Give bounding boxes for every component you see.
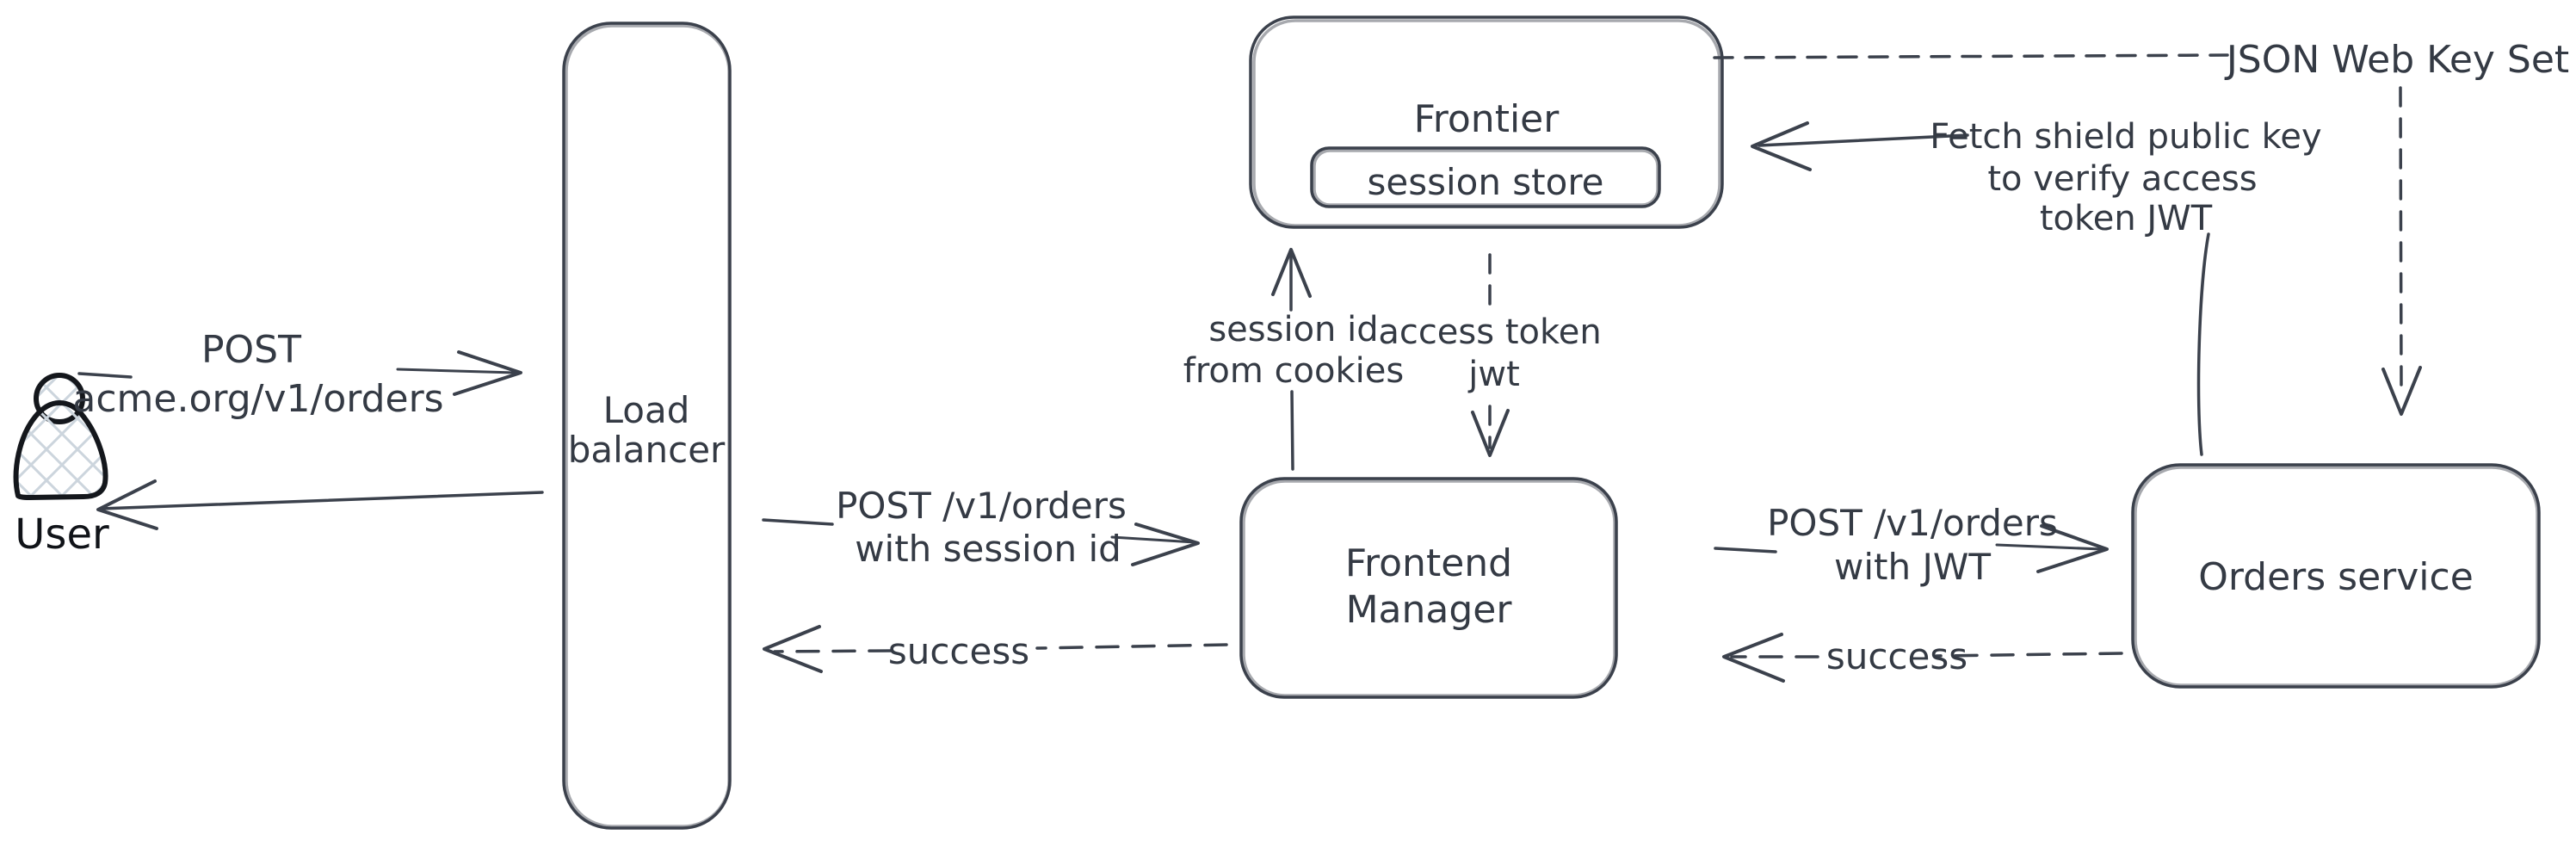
frontier-node: Frontier session store: [1249, 15, 1724, 229]
arrow-fm-to-lb-success: [763, 625, 1228, 673]
success-left-label: success: [888, 630, 1029, 672]
session-id-label-line1: session id: [1208, 310, 1378, 349]
success-right-label: success: [1826, 635, 1968, 677]
orders-service-label: Orders service: [2198, 555, 2474, 599]
user-actor-icon: [13, 373, 108, 500]
frontend-manager-node: Frontend Manager: [1239, 477, 1618, 699]
load-balancer-node: Load balancer: [562, 22, 732, 830]
fetch-key-label-line3: token JWT: [2040, 199, 2213, 238]
orders-service-node: Orders service: [2131, 463, 2541, 689]
user-label: User: [15, 510, 109, 559]
arrow-orders-to-frontier-fetch-key: [1751, 121, 2210, 456]
frontend-manager-label-line2: Manager: [1346, 588, 1513, 632]
dashed-arrow-jwks-to-orders: [2381, 86, 2422, 416]
arrow-orders-to-fm-success: [1722, 633, 2123, 683]
fetch-key-label-line2: to verify access: [1987, 159, 2257, 199]
session-store-label: session store: [1367, 161, 1603, 203]
access-token-label-line2: jwt: [1467, 355, 1520, 394]
jwks-label: JSON Web Key Set: [2224, 38, 2569, 82]
session-id-label-line2: from cookies: [1183, 351, 1404, 391]
arrow-load-balancer-to-user: [96, 479, 544, 530]
arrow-user-post-label-line1: POST: [201, 328, 301, 372]
load-balancer-label-line2: balancer: [568, 429, 726, 471]
frontend-manager-label-line1: Frontend: [1345, 541, 1512, 585]
arrow-lb-fm-label-line2: with session id: [855, 528, 1121, 570]
arrow-lb-to-frontend-manager: [762, 518, 1200, 566]
dashed-link-frontier-to-jwks: [1713, 53, 2229, 59]
session-store-node: session store: [1310, 146, 1661, 208]
arrow-lb-fm-label-line1: POST /v1/orders: [836, 485, 1127, 527]
fetch-key-label-line1: Fetch shield public key: [1930, 117, 2321, 157]
arrow-fm-to-frontier-session-id: [1271, 248, 1312, 471]
frontier-label: Frontier: [1414, 97, 1560, 141]
access-token-label-line1: access token: [1378, 312, 1601, 352]
arrow-frontier-to-fm-access-token: [1471, 253, 1510, 457]
load-balancer-label-line1: Load: [603, 389, 690, 431]
arrow-user-to-load-balancer: [77, 350, 522, 396]
arrow-fm-orders-label-line2: with JWT: [1834, 546, 1991, 588]
arrow-fm-to-orders: [1714, 524, 2109, 573]
arrow-user-post-label-line2: acme.org/v1/orders: [72, 377, 443, 421]
arrow-fm-orders-label-line1: POST /v1/orders: [1767, 502, 2058, 544]
